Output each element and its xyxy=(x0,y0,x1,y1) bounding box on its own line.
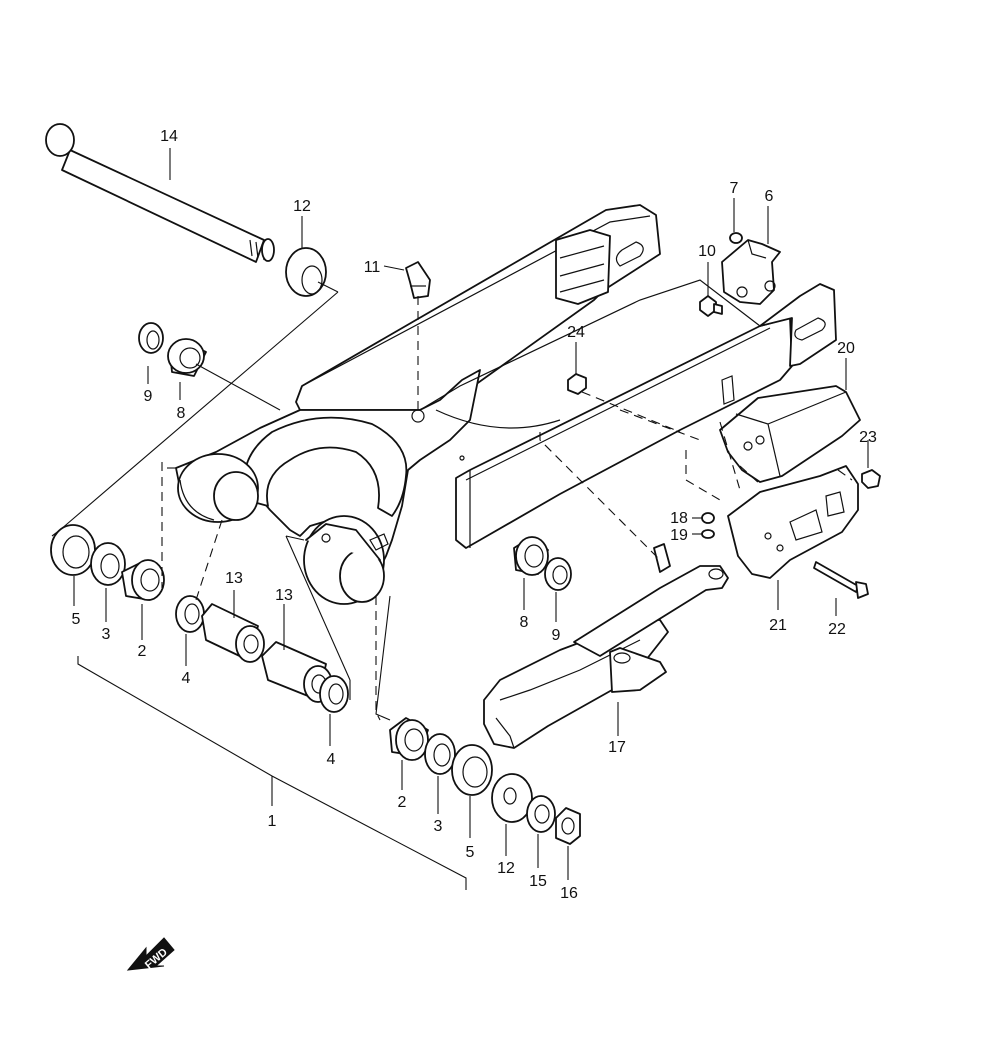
part-15-washer xyxy=(526,795,556,833)
callout-22: 22 xyxy=(828,621,846,638)
callout-14: 14 xyxy=(160,128,178,145)
callout-5-left: 5 xyxy=(72,611,81,628)
part-11-grease-nipple xyxy=(405,261,431,299)
part-20-chain-guide xyxy=(719,385,861,483)
part-17-chain-slider xyxy=(483,543,729,749)
callout-4-left: 4 xyxy=(182,670,191,687)
callout-9-left: 9 xyxy=(144,388,153,405)
part-5-seal-left xyxy=(50,524,96,576)
assembly-guide-lines xyxy=(161,296,853,721)
leader-lines xyxy=(73,148,869,880)
callout-9-right: 9 xyxy=(552,627,561,644)
callout-4-right: 4 xyxy=(327,751,336,768)
callout-12-bottom: 12 xyxy=(497,860,515,877)
part-3-washer-right xyxy=(424,733,456,775)
part-16-nut xyxy=(555,807,581,845)
part-10-bolt xyxy=(699,295,723,317)
callout-18: 18 xyxy=(670,510,688,527)
callout-20: 20 xyxy=(837,340,855,357)
callout-13-right: 13 xyxy=(275,587,293,604)
part-13-spacer-right xyxy=(261,641,333,703)
callout-24: 24 xyxy=(567,324,585,341)
part-8-bearing-left xyxy=(167,338,207,377)
callout-7: 7 xyxy=(730,180,739,197)
callout-10: 10 xyxy=(698,243,716,260)
part-3-washer-left xyxy=(90,542,126,586)
part-21-chain-guard-plate xyxy=(727,465,859,579)
part-2-bearing-right xyxy=(389,717,429,761)
swingarm xyxy=(175,204,837,605)
callout-3-right: 3 xyxy=(434,818,443,835)
callout-numbers: 14 12 11 7 6 10 24 20 23 18 19 21 22 17 … xyxy=(72,128,877,902)
part-9-seal-left xyxy=(138,322,164,354)
part-2-bearing-left xyxy=(121,559,165,601)
callout-11: 11 xyxy=(364,259,381,276)
callout-17: 17 xyxy=(608,739,626,756)
part-7-screw xyxy=(729,232,743,244)
part-4-washer-right xyxy=(319,675,349,713)
part-12-washer-bottom xyxy=(491,773,533,823)
callout-12-top: 12 xyxy=(293,198,311,215)
callout-13-left: 13 xyxy=(225,570,243,587)
callout-15: 15 xyxy=(529,873,547,890)
part-9-seal-right xyxy=(544,557,572,591)
callout-19: 19 xyxy=(670,527,688,544)
fwd-arrow-icon: FWD xyxy=(126,937,175,971)
callout-8-right: 8 xyxy=(520,614,529,631)
callout-21: 21 xyxy=(769,617,787,634)
callout-3-left: 3 xyxy=(102,626,111,643)
part-18-screw xyxy=(701,512,715,524)
callout-16: 16 xyxy=(560,885,578,902)
callout-1: 1 xyxy=(268,813,277,830)
assembly-bracket-lines xyxy=(51,281,467,890)
pivot-shaft xyxy=(45,123,275,263)
callout-5-right: 5 xyxy=(466,844,475,861)
part-6-bracket xyxy=(721,239,781,305)
part-22-bolt xyxy=(813,561,869,599)
part-24-nut xyxy=(567,373,587,395)
callout-23: 23 xyxy=(859,429,877,446)
callout-2-left: 2 xyxy=(138,643,147,660)
part-23-bolt xyxy=(861,469,881,489)
part-12-washer-top xyxy=(285,247,327,297)
part-8-bearing-right xyxy=(513,536,549,576)
callout-2-right: 2 xyxy=(398,794,407,811)
callout-8-left: 8 xyxy=(177,405,186,422)
part-4-washer-left xyxy=(175,595,205,633)
part-13-spacer-left xyxy=(201,603,265,663)
part-19-washer xyxy=(701,529,715,539)
part-5-seal-right xyxy=(451,744,493,796)
callout-6: 6 xyxy=(765,188,774,205)
